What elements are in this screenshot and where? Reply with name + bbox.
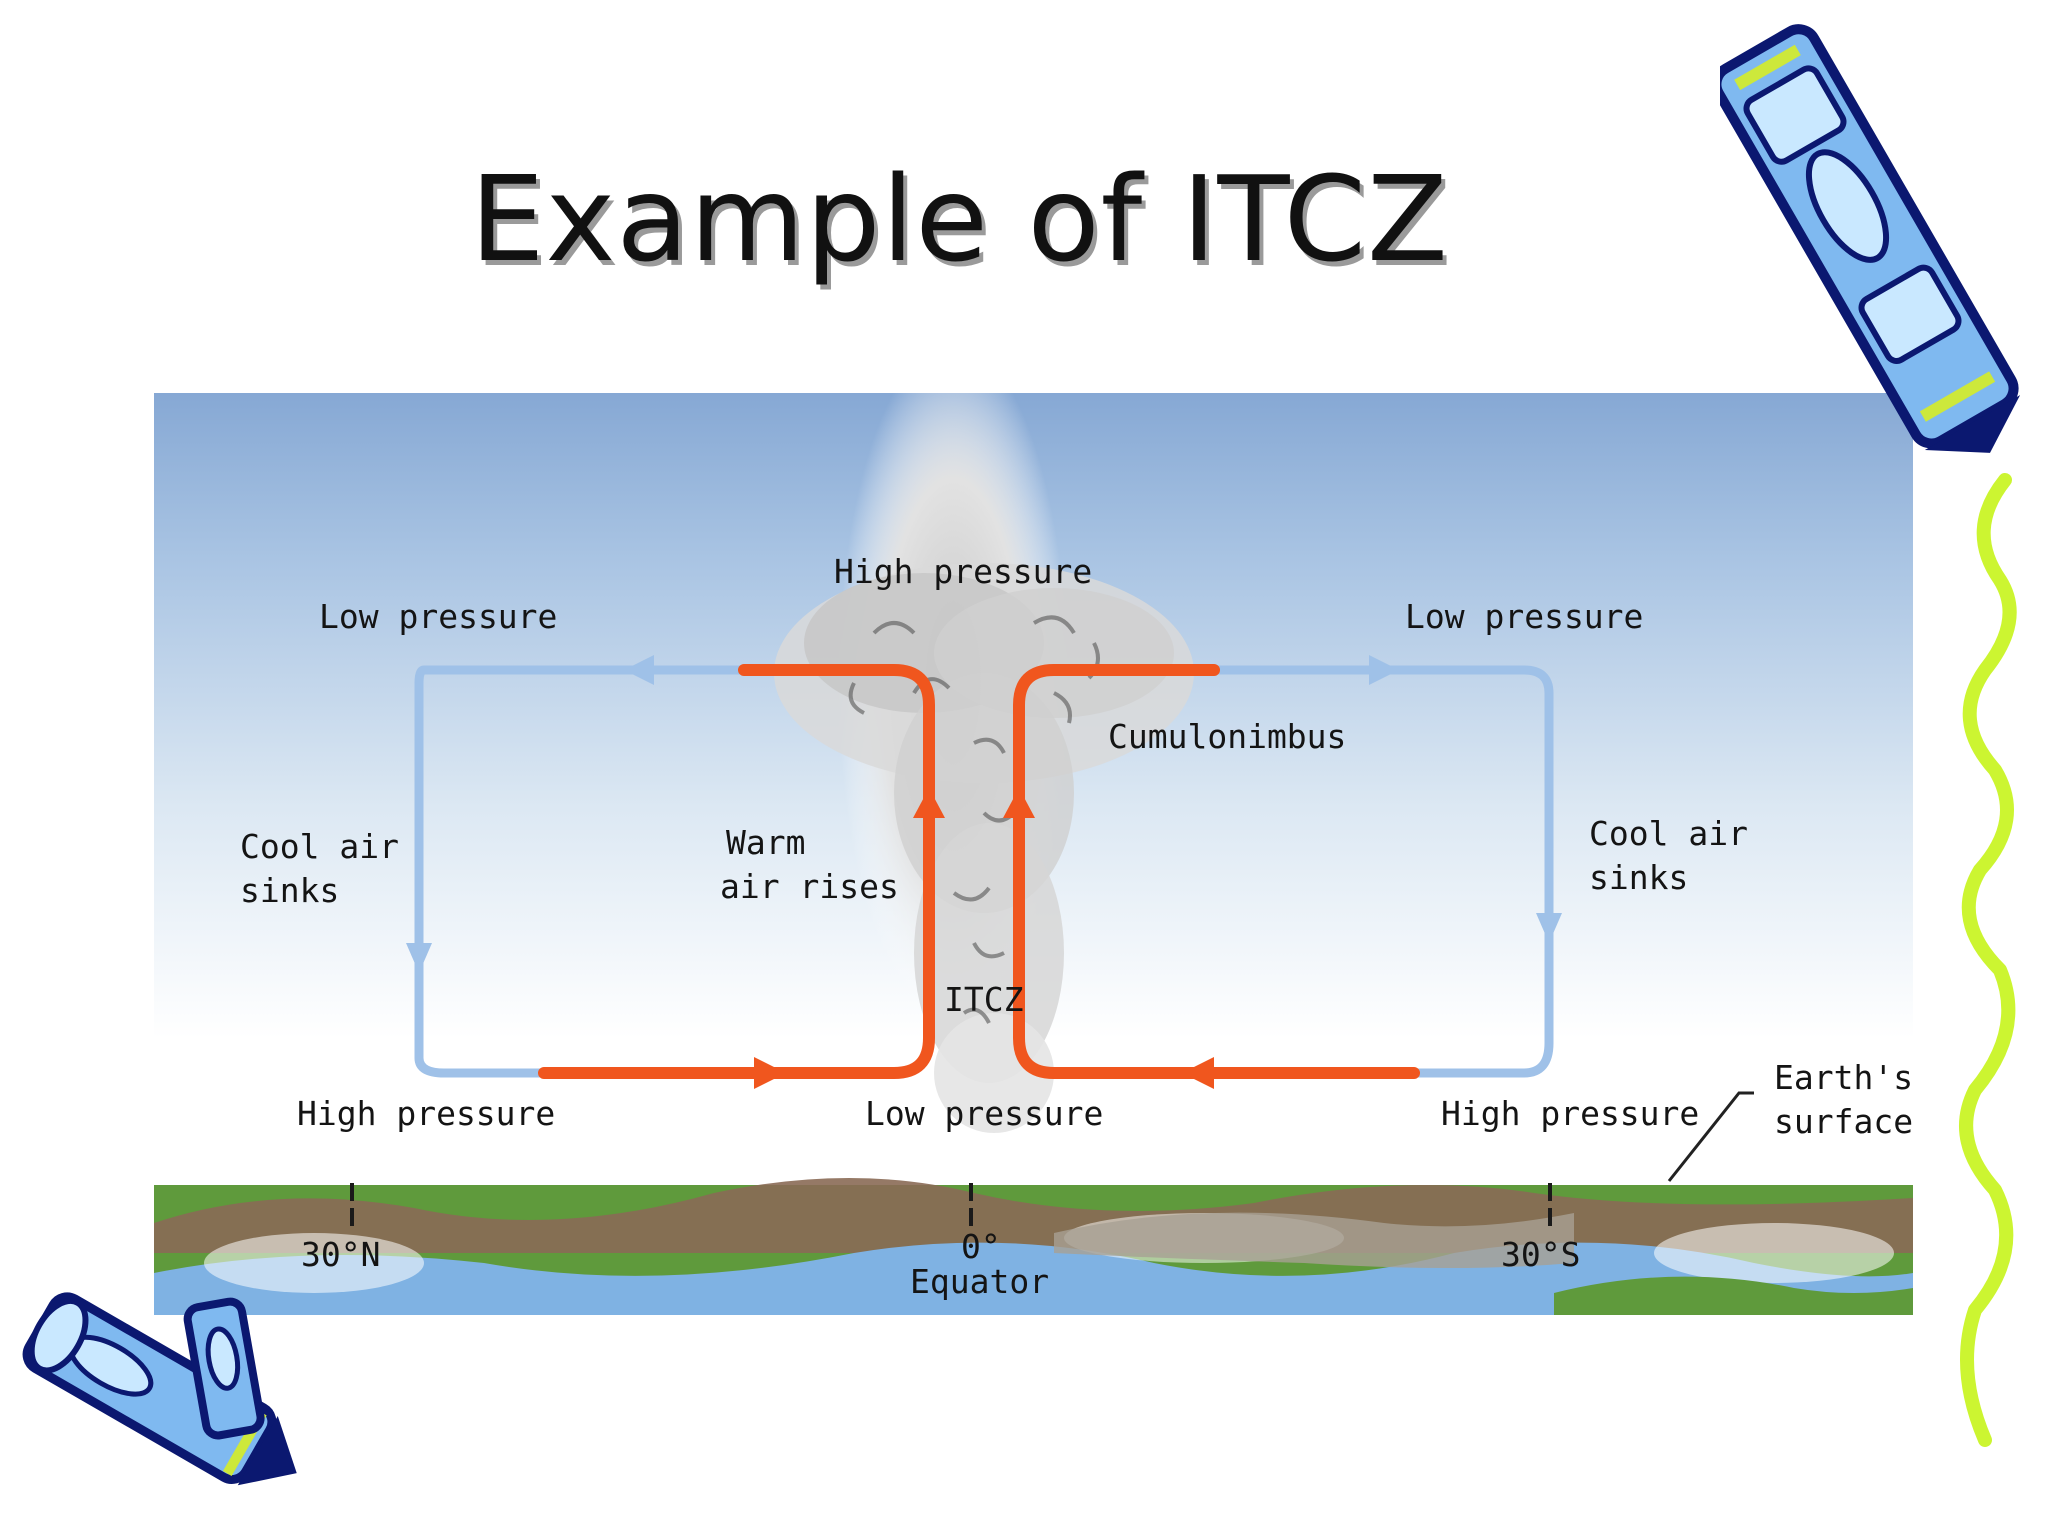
right-warm-air-path (1013, 664, 1420, 1079)
label-earths-surface-1: Earth's (1774, 1058, 1913, 1097)
label-low-pressure-top-right: Low pressure (1405, 597, 1643, 636)
warm-air-arrowheads (754, 788, 1214, 1089)
crayon-icon (1720, 24, 2020, 453)
label-high-pressure-bottom-left: High pressure (297, 1094, 555, 1133)
left-top-arrow (624, 655, 654, 685)
crayon-icon (22, 1292, 297, 1486)
right-bottom-arrow (1182, 1057, 1214, 1089)
left-up-arrow (913, 788, 945, 818)
right-cool-air-loop (1209, 665, 1554, 1078)
earth-surface-leader-line (1667, 1091, 1754, 1182)
cool-air-circulation (414, 665, 1554, 1078)
warm-air-circulation (538, 664, 1420, 1079)
label-high-pressure-bottom-right: High pressure (1441, 1094, 1699, 1133)
latitude-ticks (350, 1183, 1552, 1226)
cool-air-arrowheads (406, 655, 1562, 973)
label-cool-air-left-2: sinks (240, 871, 339, 910)
label-earths-surface-2: surface (1774, 1102, 1913, 1141)
label-cool-air-left-1: Cool air (240, 827, 399, 866)
left-warm-air-path (538, 664, 935, 1079)
label-cool-air-right-1: Cool air (1589, 814, 1748, 853)
right-down-arrow (1536, 913, 1562, 943)
label-0-degrees: 0° (961, 1227, 1001, 1266)
label-warm-air-2: air rises (720, 867, 899, 906)
label-itcz: ITCZ (944, 980, 1023, 1019)
itcz-diagram-svg: High pressure Low pressure Low pressure … (154, 393, 1913, 1315)
left-down-arrow (406, 943, 432, 973)
green-squiggle (1959, 473, 2017, 1447)
slide-title: Example of ITCZ (470, 150, 1449, 288)
label-cool-air-right-2: sinks (1589, 858, 1688, 897)
label-high-pressure-top: High pressure (834, 552, 1092, 591)
label-30s: 30°S (1501, 1235, 1580, 1274)
earth-surface-strip (154, 1178, 1913, 1315)
right-up-arrow (1003, 788, 1035, 818)
itcz-diagram: High pressure Low pressure Low pressure … (154, 393, 1913, 1315)
label-low-pressure-bottom-center: Low pressure (865, 1094, 1103, 1133)
label-warm-air-1: Warm (726, 823, 805, 862)
label-cumulonimbus: Cumulonimbus (1108, 717, 1346, 756)
right-top-arrow (1369, 655, 1399, 685)
label-30n: 30°N (301, 1235, 380, 1274)
label-low-pressure-top-left: Low pressure (319, 597, 557, 636)
label-equator: Equator (910, 1262, 1049, 1301)
left-cool-air-loop (414, 665, 749, 1078)
left-bottom-arrow (754, 1057, 786, 1089)
